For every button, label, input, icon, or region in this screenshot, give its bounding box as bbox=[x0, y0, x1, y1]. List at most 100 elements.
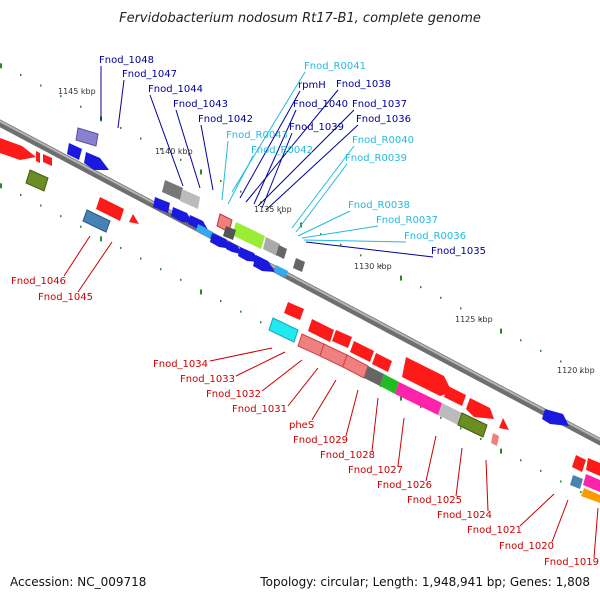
gene-label-fnod-1037[interactable]: Fnod_1037 bbox=[352, 99, 407, 110]
label-leader-line bbox=[485, 459, 489, 512]
gene-small-cyan-a[interactable] bbox=[196, 224, 206, 234]
gene-phes[interactable] bbox=[364, 366, 384, 386]
gene-label-fnod-r0041[interactable]: Fnod_R0041 bbox=[304, 61, 366, 72]
gene-label-fnod-1024[interactable]: Fnod_1024 bbox=[437, 510, 492, 521]
gene-blue-g[interactable] bbox=[253, 255, 275, 272]
label-leader-line bbox=[455, 447, 463, 497]
gene-fnod-1026[interactable] bbox=[438, 403, 462, 425]
gene-label-fnod-1046[interactable]: Fnod_1046 bbox=[11, 276, 66, 287]
gene-red-right-b[interactable] bbox=[586, 458, 600, 476]
gene-red-block-b[interactable] bbox=[308, 319, 334, 342]
gene-small-cyan-c[interactable] bbox=[274, 265, 282, 275]
gene-fnod-1033[interactable] bbox=[297, 333, 325, 357]
gene-red-block-a[interactable] bbox=[284, 302, 304, 320]
gene-label-fnod-1021[interactable]: Fnod_1021 bbox=[467, 525, 522, 536]
label-leader-line bbox=[77, 241, 113, 293]
gene-red-left-c[interactable] bbox=[43, 154, 52, 166]
gene-red-block-d[interactable] bbox=[350, 341, 374, 362]
gene-label-fnod-1045[interactable]: Fnod_1045 bbox=[38, 292, 93, 303]
gene-label-phes[interactable]: pheS bbox=[289, 420, 314, 431]
gene-fnod-1024[interactable] bbox=[491, 433, 499, 446]
gene-label-fnod-1020[interactable]: Fnod_1020 bbox=[499, 541, 554, 552]
gene-label-rpmh[interactable]: rpmH bbox=[298, 80, 326, 91]
gene-fnod-1021[interactable] bbox=[570, 475, 583, 489]
ruler-tick-outer bbox=[360, 254, 362, 257]
gene-label-fnod-1039[interactable]: Fnod_1039 bbox=[289, 122, 344, 133]
ruler-tick-inner bbox=[200, 289, 202, 295]
gene-fnod-1032[interactable] bbox=[319, 343, 348, 368]
gene-label-fnod-1044[interactable]: Fnod_1044 bbox=[148, 84, 203, 95]
gene-label-fnod-1033[interactable]: Fnod_1033 bbox=[180, 374, 235, 385]
gene-olive-left[interactable] bbox=[25, 169, 49, 192]
gene-fnod-1035[interactable] bbox=[293, 258, 305, 272]
gene-label-fnod-1035[interactable]: Fnod_1035 bbox=[431, 246, 486, 257]
gene-label-fnod-r0036[interactable]: Fnod_R0036 bbox=[404, 231, 466, 242]
gene-fnod-1042[interactable] bbox=[180, 189, 200, 209]
gene-fnod-1038[interactable] bbox=[263, 237, 280, 256]
gene-label-fnod-r0043[interactable]: Fnod_R0043 bbox=[226, 130, 288, 141]
gene-blue-h[interactable] bbox=[542, 409, 569, 426]
title-group: Fervidobacterium nodosum Rt17-B1, comple… bbox=[119, 11, 481, 26]
ruler-tick-outer bbox=[140, 137, 142, 140]
gene-label-fnod-r0042[interactable]: Fnod_R0042 bbox=[251, 145, 313, 156]
gene-small-cyan-b[interactable] bbox=[203, 228, 213, 238]
gene-fnod-1034[interactable] bbox=[268, 317, 299, 343]
gene-fnod-1047[interactable] bbox=[67, 143, 82, 160]
gene-label-fnod-1043[interactable]: Fnod_1043 bbox=[173, 99, 228, 110]
gene-fnod-1048[interactable] bbox=[75, 127, 99, 147]
gene-label-fnod-r0040[interactable]: Fnod_R0040 bbox=[352, 135, 414, 146]
gene-label-fnod-1028[interactable]: Fnod_1028 bbox=[320, 450, 375, 461]
ruler-tick-outer bbox=[280, 211, 282, 214]
ruler-tick-inner bbox=[20, 193, 22, 196]
gene-blue-c[interactable] bbox=[188, 215, 208, 230]
gene-red-block-h[interactable] bbox=[466, 398, 494, 419]
gene-red-block-e[interactable] bbox=[372, 353, 392, 372]
gene-fnod-r0042[interactable] bbox=[232, 222, 265, 249]
gene-label-fnod-r0037[interactable]: Fnod_R0037 bbox=[376, 215, 438, 226]
gene-fnod-1029[interactable] bbox=[380, 374, 399, 394]
gene-label-fnod-1026[interactable]: Fnod_1026 bbox=[377, 480, 432, 491]
gene-blue-b[interactable] bbox=[171, 207, 193, 223]
gene-small-cyan-d[interactable] bbox=[280, 268, 288, 277]
gene-label-fnod-1047[interactable]: Fnod_1047 bbox=[122, 69, 177, 80]
gene-label-fnod-1042[interactable]: Fnod_1042 bbox=[198, 114, 253, 125]
gene-label-fnod-r0039[interactable]: Fnod_R0039 bbox=[345, 153, 407, 164]
gene-blue-e[interactable] bbox=[226, 241, 241, 254]
gene-label-fnod-1027[interactable]: Fnod_1027 bbox=[348, 465, 403, 476]
gene-fnod-1027[interactable] bbox=[395, 382, 442, 415]
gene-label-fnod-1032[interactable]: Fnod_1032 bbox=[206, 389, 261, 400]
gene-fnod-1020[interactable] bbox=[583, 474, 600, 492]
gene-red-left-b[interactable] bbox=[36, 151, 40, 163]
gene-blue-f[interactable] bbox=[238, 247, 259, 262]
gene-label-fnod-1040[interactable]: Fnod_1040 bbox=[293, 99, 348, 110]
gene-red-block-c[interactable] bbox=[332, 330, 352, 348]
gene-red-block-g[interactable] bbox=[444, 386, 466, 406]
gene-blue-d[interactable] bbox=[210, 233, 232, 249]
gene-fnod-1045[interactable] bbox=[96, 197, 124, 221]
gene-fnod-1019[interactable] bbox=[581, 488, 600, 503]
gene-rpmh[interactable] bbox=[223, 226, 236, 240]
gene-fnod-1036[interactable] bbox=[276, 245, 287, 259]
gene-red-right-a[interactable] bbox=[572, 455, 586, 472]
gene-label-fnod-1025[interactable]: Fnod_1025 bbox=[407, 495, 462, 506]
gene-label-fnod-r0038[interactable]: Fnod_R0038 bbox=[348, 200, 410, 211]
gene-label-fnod-1019[interactable]: Fnod_1019 bbox=[544, 557, 599, 568]
gene-fnod-1046[interactable] bbox=[82, 209, 111, 233]
gene-label-fnod-1036[interactable]: Fnod_1036 bbox=[356, 114, 411, 125]
gene-label-fnod-1034[interactable]: Fnod_1034 bbox=[153, 359, 208, 370]
gene-fnod-1044[interactable] bbox=[84, 152, 109, 170]
gene-fnod-1043[interactable] bbox=[162, 180, 183, 200]
gene-red-block-f[interactable] bbox=[402, 357, 452, 396]
gene-label-fnod-1029[interactable]: Fnod_1029 bbox=[293, 435, 348, 446]
label-leader-line bbox=[200, 124, 214, 191]
gene-blue-a[interactable] bbox=[153, 197, 170, 213]
ruler-tick-inner bbox=[440, 416, 442, 419]
gene-fnod-1025[interactable] bbox=[457, 412, 488, 438]
gene-red-triangle-b[interactable] bbox=[499, 418, 509, 430]
gene-label-fnod-1038[interactable]: Fnod_1038 bbox=[336, 79, 391, 90]
gene-label-fnod-1031[interactable]: Fnod_1031 bbox=[232, 404, 287, 415]
gene-red-triangle[interactable] bbox=[129, 214, 139, 224]
gene-red-left-a[interactable] bbox=[0, 138, 36, 160]
gene-label-fnod-1048[interactable]: Fnod_1048 bbox=[99, 55, 154, 66]
ruler-tick-outer bbox=[580, 371, 582, 374]
